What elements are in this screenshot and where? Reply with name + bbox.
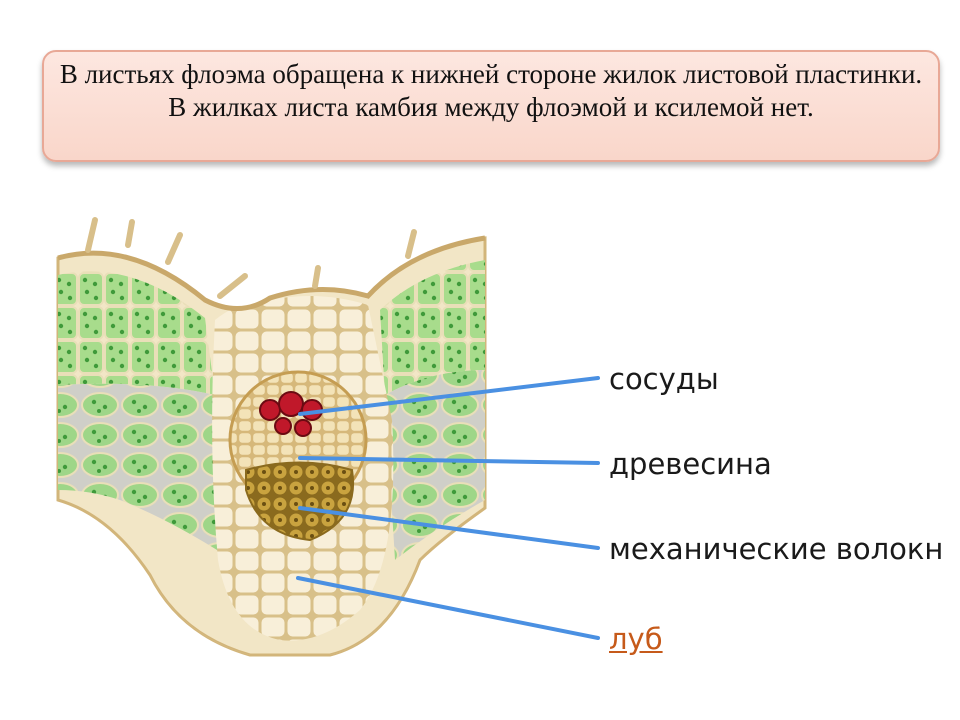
pointer-bast xyxy=(296,576,600,640)
label-vessels: сосуды xyxy=(609,362,719,396)
label-bast: луб xyxy=(609,622,663,656)
callout-text: В листьях флоэма обращена к нижней сторо… xyxy=(59,59,923,122)
leaf-tissue xyxy=(56,217,487,657)
pointer-wood xyxy=(298,456,600,465)
pointer-vessels xyxy=(298,376,600,416)
info-callout: В листьях флоэма обращена к нижней сторо… xyxy=(42,50,940,162)
vessels-cluster xyxy=(259,391,323,437)
vascular-bundle xyxy=(228,370,368,542)
pointer-lines xyxy=(296,376,600,640)
label-mechanical-fibers: механические волокн xyxy=(609,532,944,566)
label-wood: древесина xyxy=(609,447,772,481)
pointer-fibers xyxy=(298,506,600,550)
